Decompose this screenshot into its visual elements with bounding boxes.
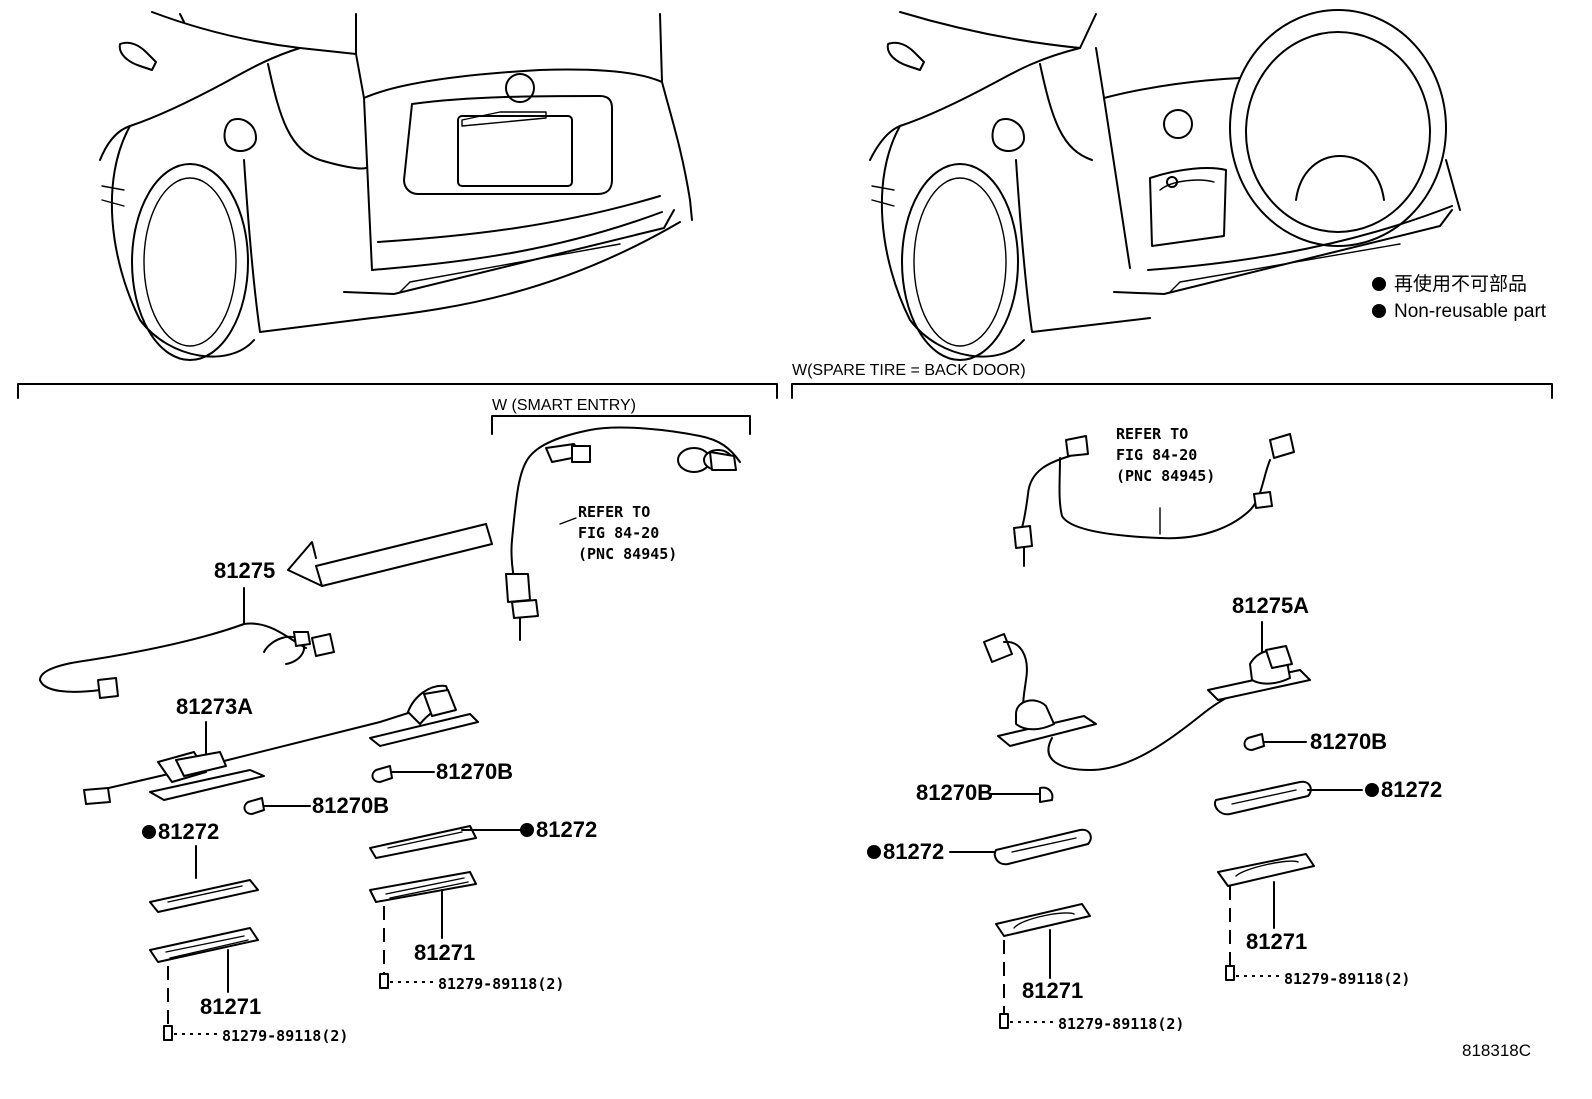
label-screw-l1: 81279-89118(2) xyxy=(222,1027,348,1045)
bracket-right xyxy=(791,383,1553,399)
label-gasket-r1: 81272 xyxy=(1381,777,1442,802)
vehicle-rear-right xyxy=(869,9,1461,361)
vehicle-rear-left xyxy=(99,11,693,361)
label-screw-r2: 81279-89118(2) xyxy=(1058,1015,1184,1033)
header-smart-entry: W (SMART ENTRY) xyxy=(492,397,636,414)
bulb-l1 xyxy=(371,765,435,783)
screw-r2 xyxy=(999,1013,1009,1029)
note-refer-right-2: FIG 84-20 xyxy=(1116,446,1197,464)
label-harness-right: 81275A xyxy=(1232,593,1309,618)
note-refer-left-3: (PNC 84945) xyxy=(578,545,677,563)
gasket-r1 xyxy=(1214,780,1312,816)
back-door-harness xyxy=(1013,433,1295,567)
gasket-l2 xyxy=(369,825,477,859)
lens-r1 xyxy=(1217,853,1315,887)
label-bulb-l1: 81270B xyxy=(436,759,513,784)
label-screw-l2: 81279-89118(2) xyxy=(438,975,564,993)
legend: 再使用不可部品 Non-reusable part xyxy=(1372,273,1547,322)
screw-l2 xyxy=(379,973,389,989)
note-refer-left-2: FIG 84-20 xyxy=(578,524,659,542)
label-lamp-assy-left: 81273A xyxy=(176,694,253,719)
gasket-l1 xyxy=(149,879,259,913)
label-gasket-l2: 81272 xyxy=(536,817,597,842)
bullet-icon xyxy=(1372,277,1386,291)
label-lens-r1: 81271 xyxy=(1246,929,1307,954)
bracket-left xyxy=(17,383,778,399)
bulb-l2 xyxy=(243,797,311,815)
label-lens-l1: 81271 xyxy=(200,994,261,1019)
non-reusable-bullet-icon xyxy=(867,845,881,859)
legend-ja: 再使用不可部品 xyxy=(1394,273,1527,295)
non-reusable-bullet-icon xyxy=(1365,783,1379,797)
note-refer-left-1: REFER TO xyxy=(578,503,650,521)
header-spare-tire: W(SPARE TIRE = BACK DOOR) xyxy=(792,362,1026,379)
arrow-shaft xyxy=(321,523,493,587)
figure-code: 818318C xyxy=(1462,1041,1531,1060)
wire-harness-left xyxy=(39,587,335,699)
label-bulb-r1: 81270B xyxy=(1310,729,1387,754)
label-bulb-l2: 81270B xyxy=(312,793,389,818)
lamp-assy-left xyxy=(83,684,479,805)
smart-entry-harness xyxy=(505,426,741,641)
bullet-icon xyxy=(1372,304,1386,318)
lens-l1 xyxy=(149,927,259,963)
screw-r1 xyxy=(1225,965,1235,981)
gasket-r2 xyxy=(993,828,1092,866)
legend-en: Non-reusable part xyxy=(1394,301,1547,322)
label-lens-l2: 81271 xyxy=(414,940,475,965)
note-refer-right-3: (PNC 84945) xyxy=(1116,467,1215,485)
bracket-smart-entry xyxy=(491,415,751,435)
note-refer-right-1: REFER TO xyxy=(1116,425,1188,443)
label-gasket-r2: 81272 xyxy=(883,839,944,864)
screw-l1 xyxy=(163,1025,173,1041)
label-gasket-l1: 81272 xyxy=(158,819,219,844)
arrow-icon xyxy=(287,523,487,587)
lens-r2 xyxy=(995,903,1091,937)
non-reusable-bullet-icon xyxy=(142,825,156,839)
bulb-r2 xyxy=(989,786,1054,803)
label-screw-r1: 81279-89118(2) xyxy=(1284,970,1410,988)
label-lens-r2: 81271 xyxy=(1022,978,1083,1003)
label-bulb-r2: 81270B xyxy=(916,780,993,805)
bulb-r1 xyxy=(1243,733,1307,751)
label-harness-left: 81275 xyxy=(214,558,275,583)
wire-harness-right xyxy=(983,621,1311,771)
non-reusable-bullet-icon xyxy=(520,823,534,837)
